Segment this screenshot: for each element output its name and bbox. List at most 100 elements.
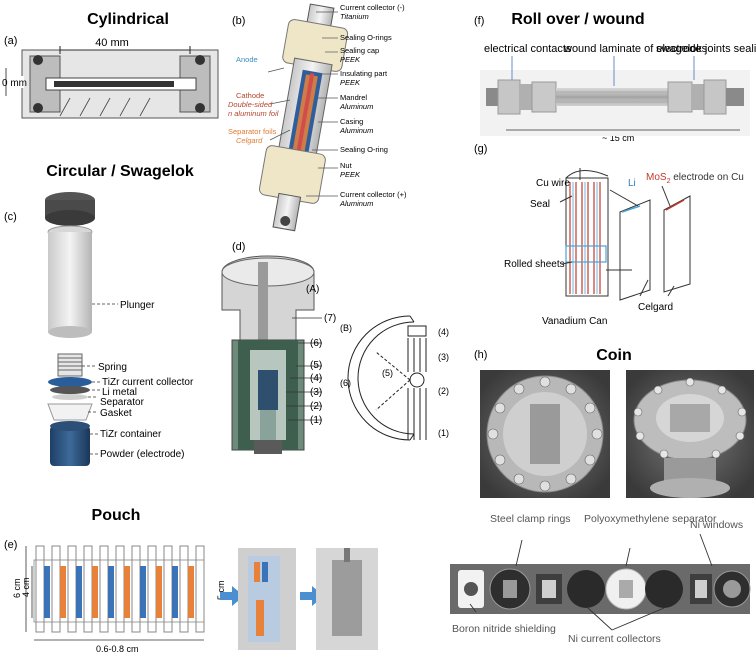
label-7: (7) (324, 313, 336, 324)
label-powder: Powder (electrode) (100, 449, 184, 460)
label-schem-6: (6) (340, 378, 351, 388)
label-boron-nitride: Boron nitride shielding (452, 623, 556, 635)
panel-label-g: (g) (474, 143, 487, 155)
label-schem-3: (3) (438, 352, 449, 362)
dim-4cm: 4 cm (21, 577, 31, 597)
label-sealing-orings: Sealing O-rings (340, 33, 392, 42)
label-rolled-sheets: Rolled sheets (504, 259, 565, 270)
label-sealing-cap-material: PEEK (340, 55, 361, 64)
label-li-metal: Li metal (102, 387, 137, 398)
section-title-pouch: Pouch (92, 507, 141, 524)
label-schem-4: (4) (438, 327, 449, 337)
wound-schematic-labels: Cu wire Li MoS2 electrode on Cu Seal Rol… (504, 172, 744, 327)
label-ni-current-collectors: Ni current collectors (568, 633, 661, 645)
dim-5cm: 5 cm (216, 580, 226, 600)
cutaway-labels: Current collector (-) Titanium Sealing O… (228, 3, 407, 208)
section-title-cylindrical: Cylindrical (87, 11, 169, 28)
section-title-coin: Coin (596, 347, 632, 364)
panel-label-a: (a) (4, 35, 17, 47)
section-labels: (A) (7) (6) (5) (4) (3) (2) (1) (306, 284, 336, 426)
panel-label-d: (d) (232, 241, 245, 253)
label-mos2-electrode: electrode on Cu (670, 172, 743, 183)
label-gasket: Gasket (100, 408, 132, 419)
label-seal: Seal (530, 199, 550, 210)
label-1: (1) (310, 415, 322, 426)
label-3: (3) (310, 387, 322, 398)
label-casing: Casing (340, 117, 363, 126)
section-title-swagelok: Circular / Swagelok (46, 163, 194, 180)
label-sealing-oring: Sealing O-ring (340, 145, 388, 154)
pouch-photos (220, 548, 378, 650)
label-cc-neg-material: Titanium (340, 12, 369, 21)
label-swagelok-joints: swagelok joints sealing the cell (656, 43, 756, 55)
label-tizr-cc: TiZr current collector (102, 377, 194, 388)
swagelok-leaders (82, 303, 118, 455)
pouch-dimension-labels: 6 cm 4 cm 5 cm 0.6-0.8 cm (12, 577, 226, 654)
label-nut-material: PEEK (340, 170, 361, 179)
coin-parts-strip (450, 564, 751, 614)
label-plunger: Plunger (120, 300, 155, 311)
panel-label-f: (f) (474, 15, 484, 27)
label-mandrel-material: Aluminum (339, 102, 373, 111)
label-wound-laminate: wound laminate of electrodes (563, 43, 708, 55)
cutaway-leader-lines (267, 11, 338, 197)
label-schem-2: (2) (438, 386, 449, 396)
label-nut: Nut (340, 161, 353, 170)
coin-labels: Steel clamp rings Polyoxymethylene separ… (452, 513, 743, 645)
label-cathode-foil: n aluminum foil (228, 109, 279, 118)
label-2: (2) (310, 401, 322, 412)
label-B: (B) (340, 323, 352, 333)
label-steel-clamp: Steel clamp rings (490, 513, 571, 525)
label-cc-pos: Current collector (+) (340, 190, 407, 199)
panel-label-b: (b) (232, 15, 245, 27)
dim-40mm: 40 mm (95, 37, 129, 49)
label-separator: Separator foils (228, 127, 277, 136)
dim-width: 0.6-0.8 cm (96, 644, 139, 654)
label-celgard: Celgard (638, 302, 673, 313)
label-mos2-prefix: MoS (646, 172, 667, 183)
label-steel-clamp-rings: Steel clamp rings (490, 513, 571, 525)
coin-leaders (469, 533, 713, 631)
swagelok-section-drawing (221, 255, 315, 454)
label-insulating-material: PEEK (340, 78, 361, 87)
label-schem-1: (1) (438, 428, 449, 438)
label-electrical-contacts-1: electrical contacts (484, 43, 572, 55)
label-cu-wire: Cu wire (536, 178, 570, 189)
wound-cell-photo (480, 56, 750, 136)
label-anode: Anode (236, 55, 258, 64)
label-cathode: Cathode (236, 91, 264, 100)
label-ni-windows: Ni windows (690, 519, 743, 531)
label-4: (4) (310, 373, 322, 384)
label-schem-5: (5) (382, 368, 393, 378)
dim-side: 0 mm (2, 78, 27, 89)
label-mos2-subscript: 2 (667, 178, 671, 185)
label-cc-neg: Current collector (-) (340, 3, 405, 12)
label-vanadium-can: Vanadium Can (542, 316, 607, 327)
label-5: (5) (310, 360, 322, 371)
cutaway-cell-drawing (258, 3, 349, 232)
wound-labels: electrical contacts wound laminate of el… (484, 43, 756, 143)
panel-label-c: (c) (4, 211, 17, 223)
panel-label-e: (e) (4, 539, 17, 551)
section-title-roll: Roll over / wound (511, 11, 644, 28)
wound-schematic (559, 168, 691, 301)
label-A: (A) (306, 284, 319, 295)
label-separator-c: Separator (100, 397, 145, 408)
label-separator-material: Celgard (236, 136, 263, 145)
swagelok-schematic (345, 313, 427, 443)
coin-photo-front (480, 370, 610, 498)
label-casing-material: Aluminum (339, 126, 373, 135)
swagelok-exploded-drawing (45, 192, 95, 466)
coin-photo-angled (626, 370, 754, 498)
label-insulating-part: Insulating part (340, 69, 388, 78)
label-li: Li (628, 178, 636, 189)
label-length: ~ 15 cm (602, 133, 634, 143)
cylindrical-cell-drawing (2, 46, 219, 119)
label-6: (6) (310, 338, 322, 349)
panel-label-h: (h) (474, 349, 487, 361)
label-mos2: MoS2 electrode on Cu (646, 172, 744, 185)
label-tizr-container: TiZr container (100, 429, 162, 440)
label-sealing-cap: Sealing cap (340, 46, 379, 55)
label-pom-separator: Polyoxymethylene separator (584, 513, 717, 525)
